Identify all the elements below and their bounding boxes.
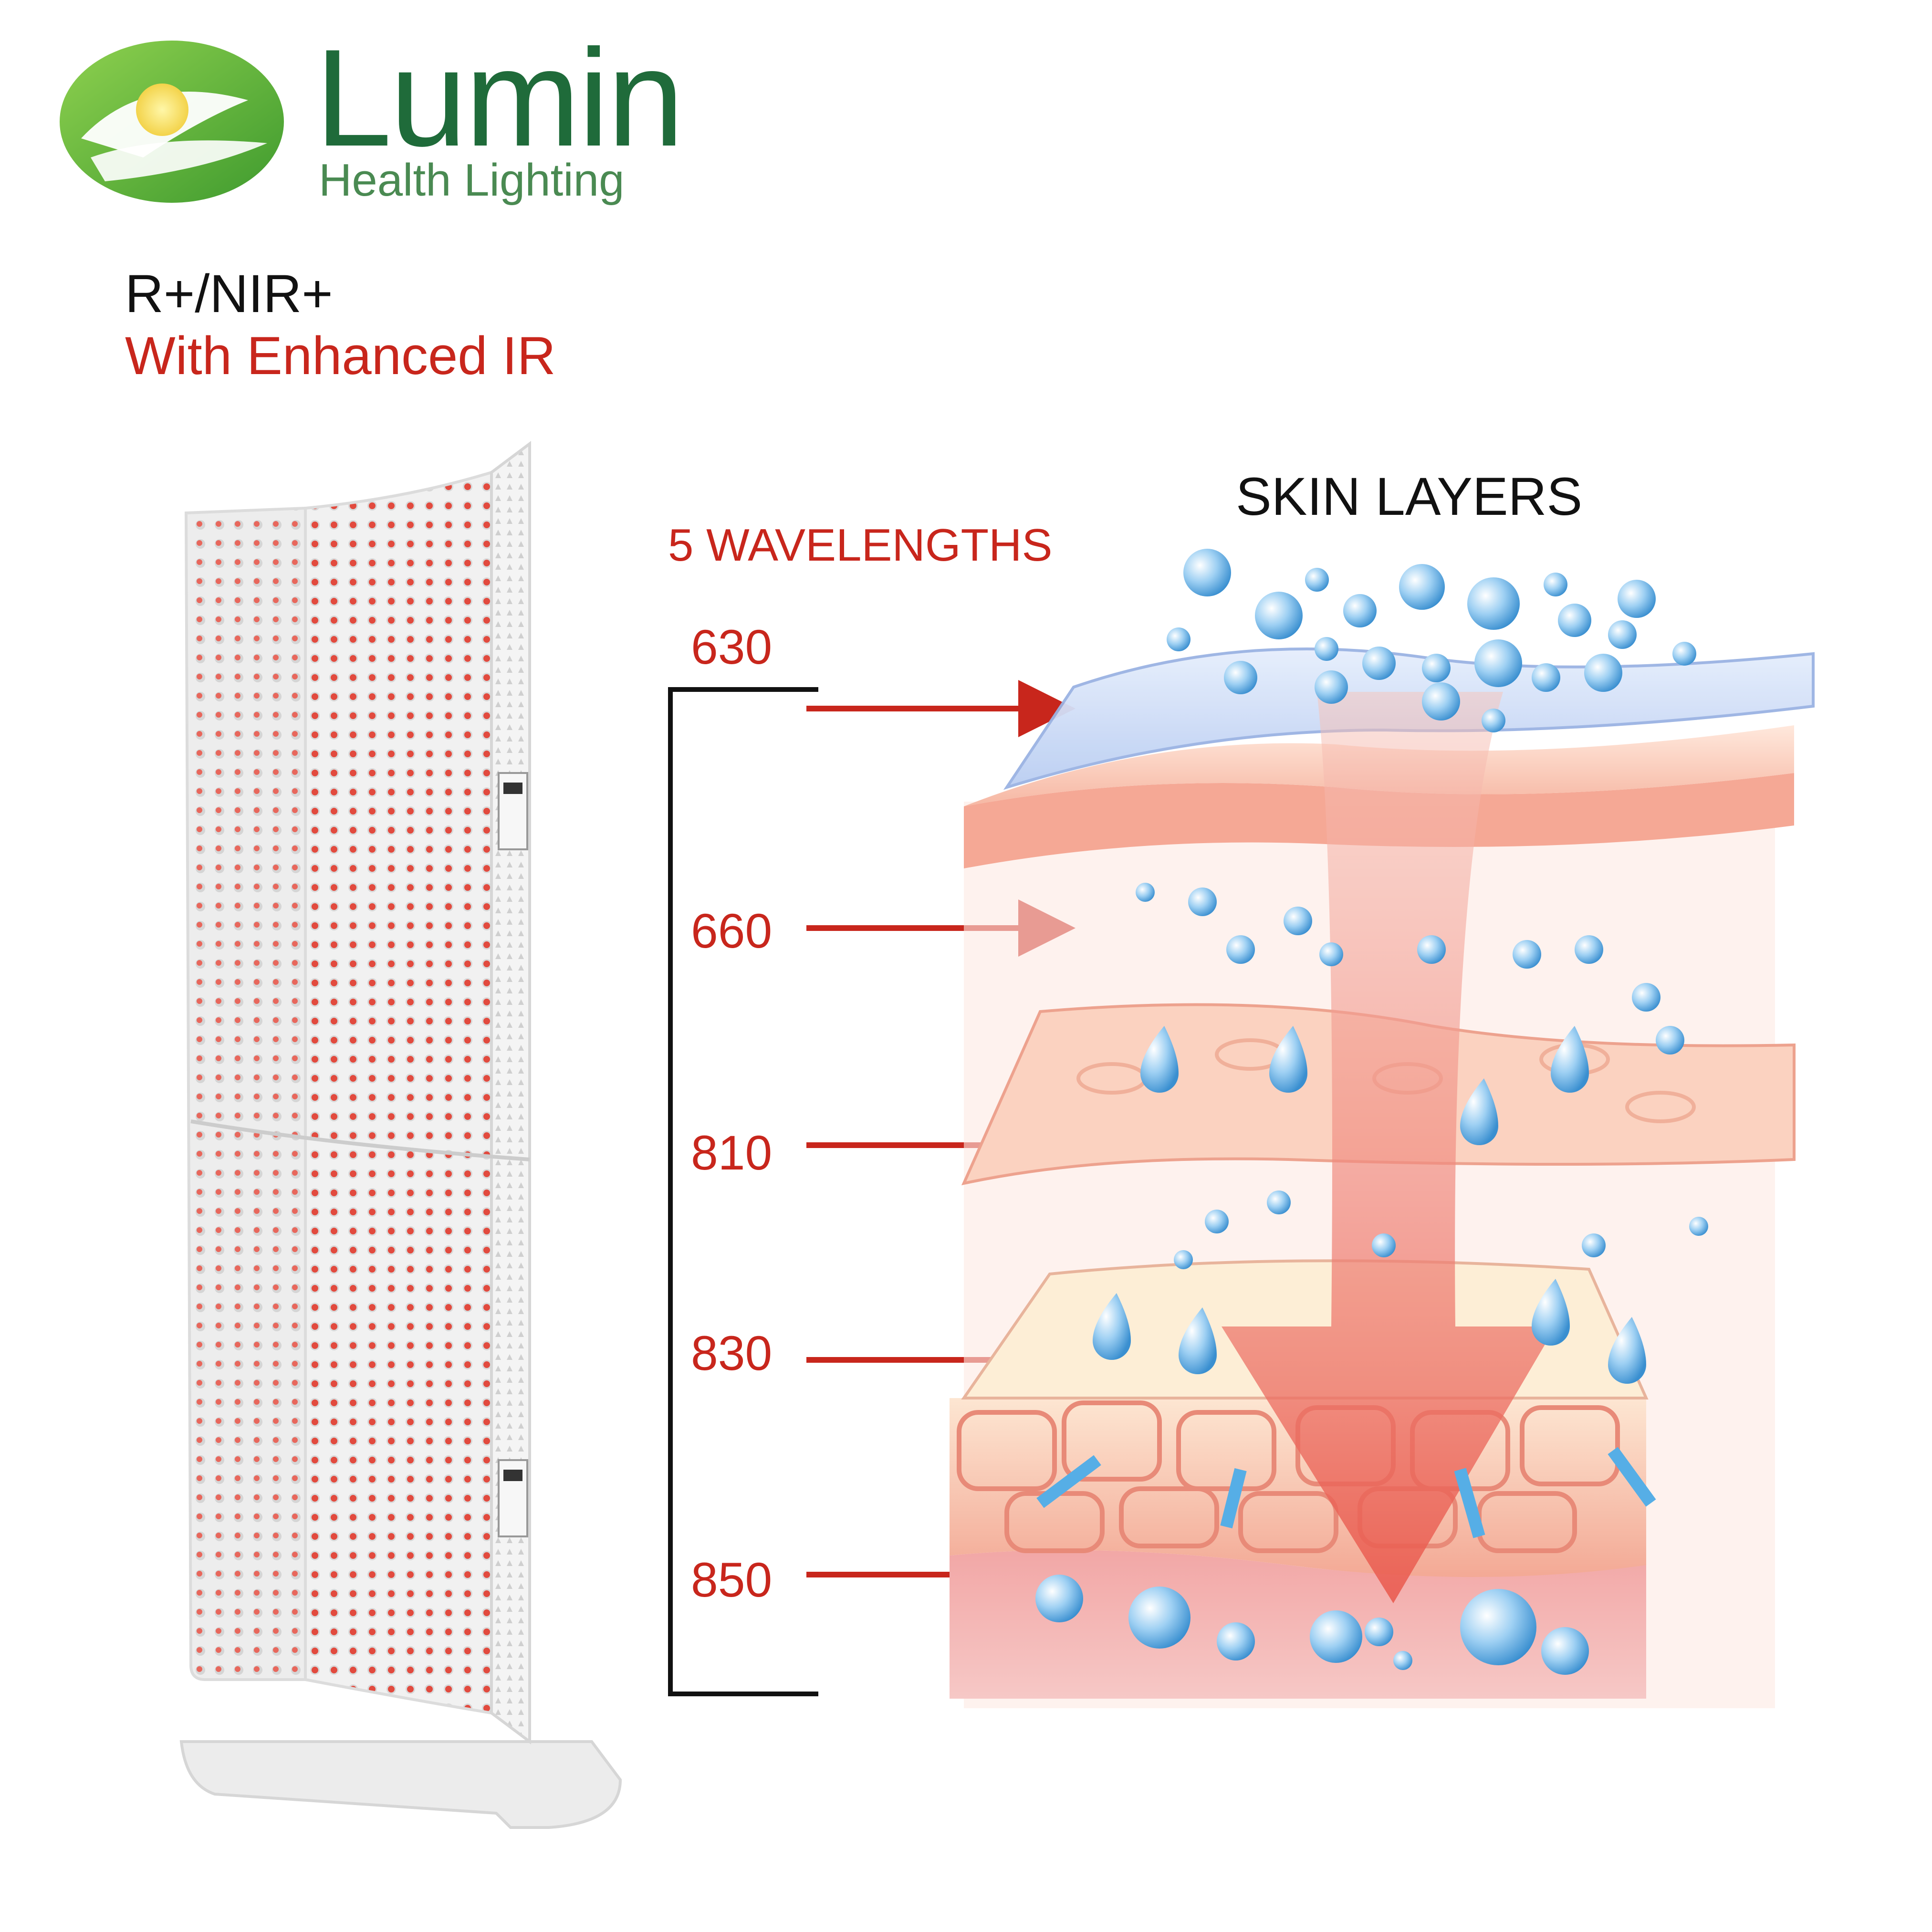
wavelength-830: 830 — [691, 1326, 773, 1380]
product-spec: R+/NIR+ — [125, 264, 333, 324]
wavelength-660: 660 — [691, 904, 773, 958]
product-feature: With Enhanced IR — [125, 326, 556, 386]
wavelength-850: 850 — [691, 1553, 773, 1607]
wavelengths-title: 5 WAVELENGTHS — [668, 520, 1053, 571]
brand-tagline: Health Lighting — [319, 155, 625, 206]
wavelength-bracket — [668, 687, 818, 1696]
wavelength-630: 630 — [691, 620, 773, 674]
brand-name: Lumin — [315, 21, 684, 175]
skin-layers-title: SKIN LAYERS — [1236, 467, 1583, 526]
wavelength-810: 810 — [691, 1126, 773, 1180]
